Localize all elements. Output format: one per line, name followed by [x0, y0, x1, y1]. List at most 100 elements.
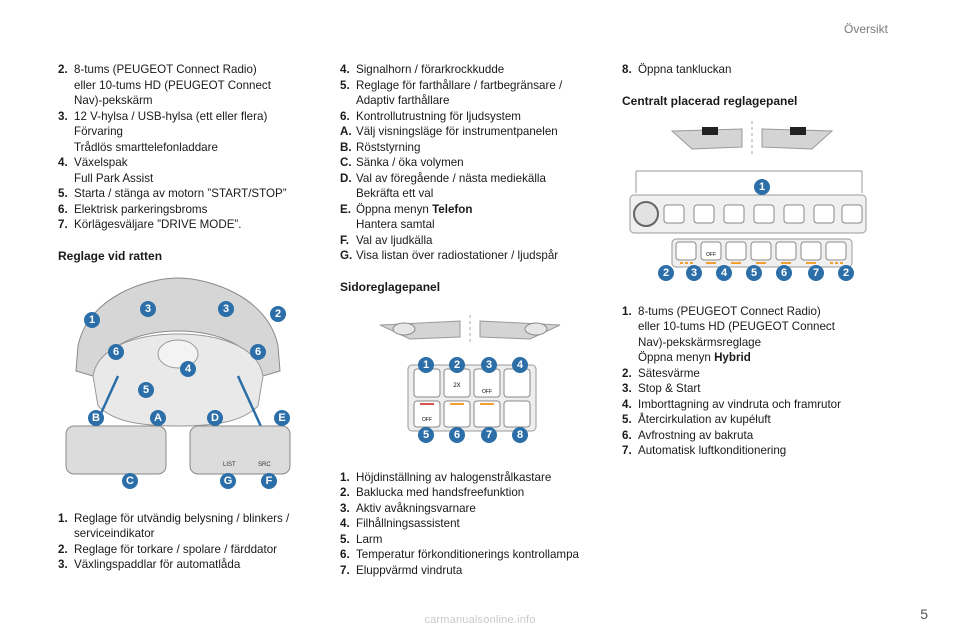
svg-text:F: F [266, 475, 273, 487]
item-line: Adaptiv farthållare [356, 94, 450, 107]
item-key: 5. [622, 413, 632, 426]
item-key: 2. [622, 366, 632, 380]
side-panel-figure: 2X OFF OFF 1 2 3 4 5 6 7 8 [340, 307, 595, 462]
item-text: Baklucka med handsfreefunktion [356, 485, 524, 501]
svg-text:1: 1 [759, 181, 765, 193]
svg-text:7: 7 [813, 267, 819, 279]
item-key: 1. [58, 511, 68, 525]
svg-text:E: E [278, 412, 285, 424]
list-item: 5. Starta / stänga av motorn ”START/STOP” [58, 186, 310, 202]
list-item: F.Val av ljudkälla [340, 233, 595, 249]
item-key: 6. [58, 202, 68, 216]
item-text: Val av ljudkälla [356, 233, 432, 249]
item-text: Växlingspaddlar för automatlåda [74, 557, 240, 573]
item-key: D. [340, 171, 352, 185]
svg-text:6: 6 [255, 346, 261, 358]
label-off-1: OFF [482, 389, 492, 395]
svg-text:3: 3 [223, 303, 229, 315]
item-line: Sänka / öka volymen [356, 156, 464, 169]
svg-text:A: A [154, 412, 162, 424]
callout-6-right: 6 [250, 344, 266, 360]
svg-text:2: 2 [454, 359, 460, 371]
item-line: Höjdinställning av halogenstrålkastare [356, 470, 552, 484]
item-key: 2. [340, 486, 350, 499]
callout-C: C [122, 473, 138, 489]
svg-text:1: 1 [423, 359, 429, 371]
item-text: Sänka / öka volymen [356, 155, 464, 171]
item-line: Visa listan över radiostationer / ljudsp… [356, 249, 559, 262]
label-off-2: OFF [422, 417, 432, 423]
item-line: Förvaring [74, 125, 123, 138]
label-src: SRC [258, 462, 271, 468]
list-col1-top: 2.8-tums (PEUGEOT Connect Radio)eller 10… [58, 62, 310, 233]
list-item: 3. Aktiv avåkningsvarnare [340, 501, 595, 517]
item-key: 6. [340, 109, 350, 123]
item-key: 1. [622, 304, 632, 318]
heading-central-panel: Centralt placerad reglagepanel [622, 93, 798, 108]
item-key: 3. [340, 501, 350, 515]
item-line: Aktiv avåkningsvarnare [356, 501, 476, 515]
svg-text:6: 6 [454, 429, 460, 441]
item-line: Stop & Start [638, 382, 701, 395]
callout-7: 7 [808, 265, 824, 281]
svg-text:2: 2 [843, 267, 849, 279]
item-line: Starta / stänga av motorn ”START/STOP” [74, 187, 287, 200]
watermark: carmanualsonline.info [424, 614, 536, 626]
central-panel-illustration: OFF 1 2 3 4 5 6 7 2 [629, 121, 867, 281]
item-key: 5. [340, 532, 350, 546]
item-line: Öppna menyn Hybrid [638, 351, 751, 364]
item-key: 3. [622, 382, 632, 395]
item-text: Välj visningsläge för instrumentpanelen [356, 124, 558, 140]
callout-E: E [274, 410, 290, 426]
section-header: Översikt [843, 22, 888, 36]
item-line: Körlägesväljare ”DRIVE MODE”. [74, 218, 242, 231]
item-text: Öppna tankluckan [638, 62, 731, 78]
list-item: 2. Baklucka med handsfreefunktion [340, 485, 595, 501]
svg-text:8: 8 [517, 429, 523, 441]
item-line: Växelspak [74, 156, 128, 169]
list-item: 6.Kontrollutrustning för ljudsystem [340, 109, 595, 125]
label-off: OFF [706, 252, 716, 258]
heading-side-panel: Sidoreglagepanel [340, 279, 441, 294]
item-line: Avfrostning av bakruta [638, 428, 754, 442]
list-item: C.Sänka / öka volymen [340, 155, 595, 171]
list-item: 5.Reglage för farthållare / fartbegränsa… [340, 78, 595, 109]
item-key: 2. [58, 542, 68, 556]
item-key: 4. [340, 517, 350, 530]
side-panel-illustration: 2X OFF OFF 1 2 3 4 5 6 7 8 [379, 315, 561, 443]
item-text: Aktiv avåkningsvarnare [356, 501, 476, 517]
item-key: 4. [340, 63, 350, 76]
svg-text:5: 5 [423, 429, 429, 441]
item-line: Sätesvärme [638, 366, 700, 380]
item-line: Eluppvärmd vindruta [356, 563, 463, 577]
item-line: 8-tums (PEUGEOT Connect Radio) [638, 304, 821, 318]
callout-4: 4 [180, 361, 196, 377]
item-key: 8. [622, 63, 632, 76]
list-item: 6.Elektrisk parkeringsbroms [58, 202, 310, 218]
list-item: 5.Återcirkulation av kupéluft [622, 412, 887, 428]
callout-3-right: 3 [218, 301, 234, 317]
steering-wheel-illustration: LIST SRC 1 3 3 2 6 6 4 5 B A D E C G F [65, 277, 291, 489]
svg-text:3: 3 [145, 303, 151, 315]
svg-text:4: 4 [517, 359, 524, 371]
steering-wheel-figure: LIST SRC 1 3 3 2 6 6 4 5 B A D E C G F [58, 276, 310, 503]
item-text: Visa listan över radiostationer / ljudsp… [356, 248, 558, 264]
item-line: Full Park Assist [74, 171, 154, 185]
item-line: eller 10-tums HD (PEUGEOT Connect [638, 320, 835, 333]
item-text: Avfrostning av bakruta [638, 428, 753, 444]
callout-6: 6 [776, 265, 792, 281]
item-text: Sätesvärme [638, 366, 700, 382]
item-key: 2. [58, 63, 68, 76]
list-item: B.Röststyrning [340, 140, 595, 156]
item-key: 7. [340, 563, 350, 577]
svg-text:6: 6 [113, 346, 119, 358]
item-line: 8-tums (PEUGEOT Connect Radio) [74, 63, 257, 76]
item-text: Starta / stänga av motorn ”START/STOP” [74, 186, 287, 202]
item-key: 5. [58, 187, 68, 200]
list-item: 4.Filhållningsassistent [340, 516, 595, 532]
svg-text:6: 6 [781, 267, 787, 279]
